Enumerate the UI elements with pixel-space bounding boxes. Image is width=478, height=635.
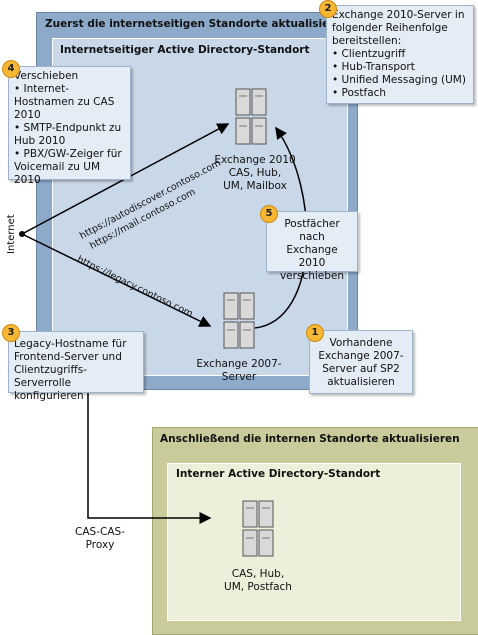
callout-4-item: SMTP-Endpunkt zu Hub 2010 xyxy=(14,122,125,148)
callout-2-item: Hub-Transport xyxy=(332,61,468,74)
callout-step-1: Vorhandene Exchange 2007-Server auf SP2 … xyxy=(309,330,413,394)
internal-server-label: CAS, Hub, UM, Postfach xyxy=(224,568,292,593)
step-badge-1: 1 xyxy=(306,324,324,342)
exchange2010-label: Exchange 2010 CAS, Hub, UM, Mailbox xyxy=(214,154,296,192)
exchange2010-server-icon xyxy=(235,88,267,145)
callout-2-item: Unified Messaging (UM) xyxy=(332,74,468,87)
callout-step-2: Exchange 2010-Server in folgender Reihen… xyxy=(326,5,474,104)
exchange2007-server-icon xyxy=(223,292,255,349)
internal-ad-site-title: Interner Active Directory-Standort xyxy=(176,468,381,480)
inner-site-title: Internetseitiger Active Directory-Stando… xyxy=(60,44,310,56)
callout-step-5: Postfächer nach Exchange 2010 verschiebe… xyxy=(266,211,358,282)
internet-label: Internet xyxy=(6,214,17,254)
callout-step-3: Legacy-Hostname für Frontend-Server und … xyxy=(8,331,144,402)
step-badge-5: 5 xyxy=(260,205,278,223)
step-badge-3: 3 xyxy=(2,324,20,342)
callout-4-item: Internet-Hostnamen zu CAS 2010 xyxy=(14,83,125,122)
arrow-to-exchange2007 xyxy=(21,233,212,327)
callout-2-item: Postfach xyxy=(332,87,468,100)
proxy-label: CAS-CAS- Proxy xyxy=(75,526,125,551)
exchange2007-label: Exchange 2007- Server xyxy=(196,358,282,383)
internal-ad-site xyxy=(167,463,461,621)
outer-site-title: Zuerst die internetseitigen Standorte ak… xyxy=(45,18,350,30)
step-badge-2: 2 xyxy=(319,0,337,18)
callout-2-heading: Exchange 2010-Server in folgender Reihen… xyxy=(332,9,465,47)
callout-2-item: Clientzugriff xyxy=(332,48,468,61)
internal-sites-title: Anschließend die internen Standorte aktu… xyxy=(160,433,460,445)
callout-4-item: PBX/GW-Zeiger für Voicemail zu UM 2010 xyxy=(14,148,125,187)
callout-4-heading: Verschieben xyxy=(14,70,79,82)
internet-node xyxy=(19,231,25,237)
step-badge-4: 4 xyxy=(2,60,20,78)
internal-server-icon xyxy=(242,500,274,557)
callout-step-4: Verschieben Internet-Hostnamen zu CAS 20… xyxy=(8,66,131,186)
arrow-cas-proxy xyxy=(87,388,212,524)
